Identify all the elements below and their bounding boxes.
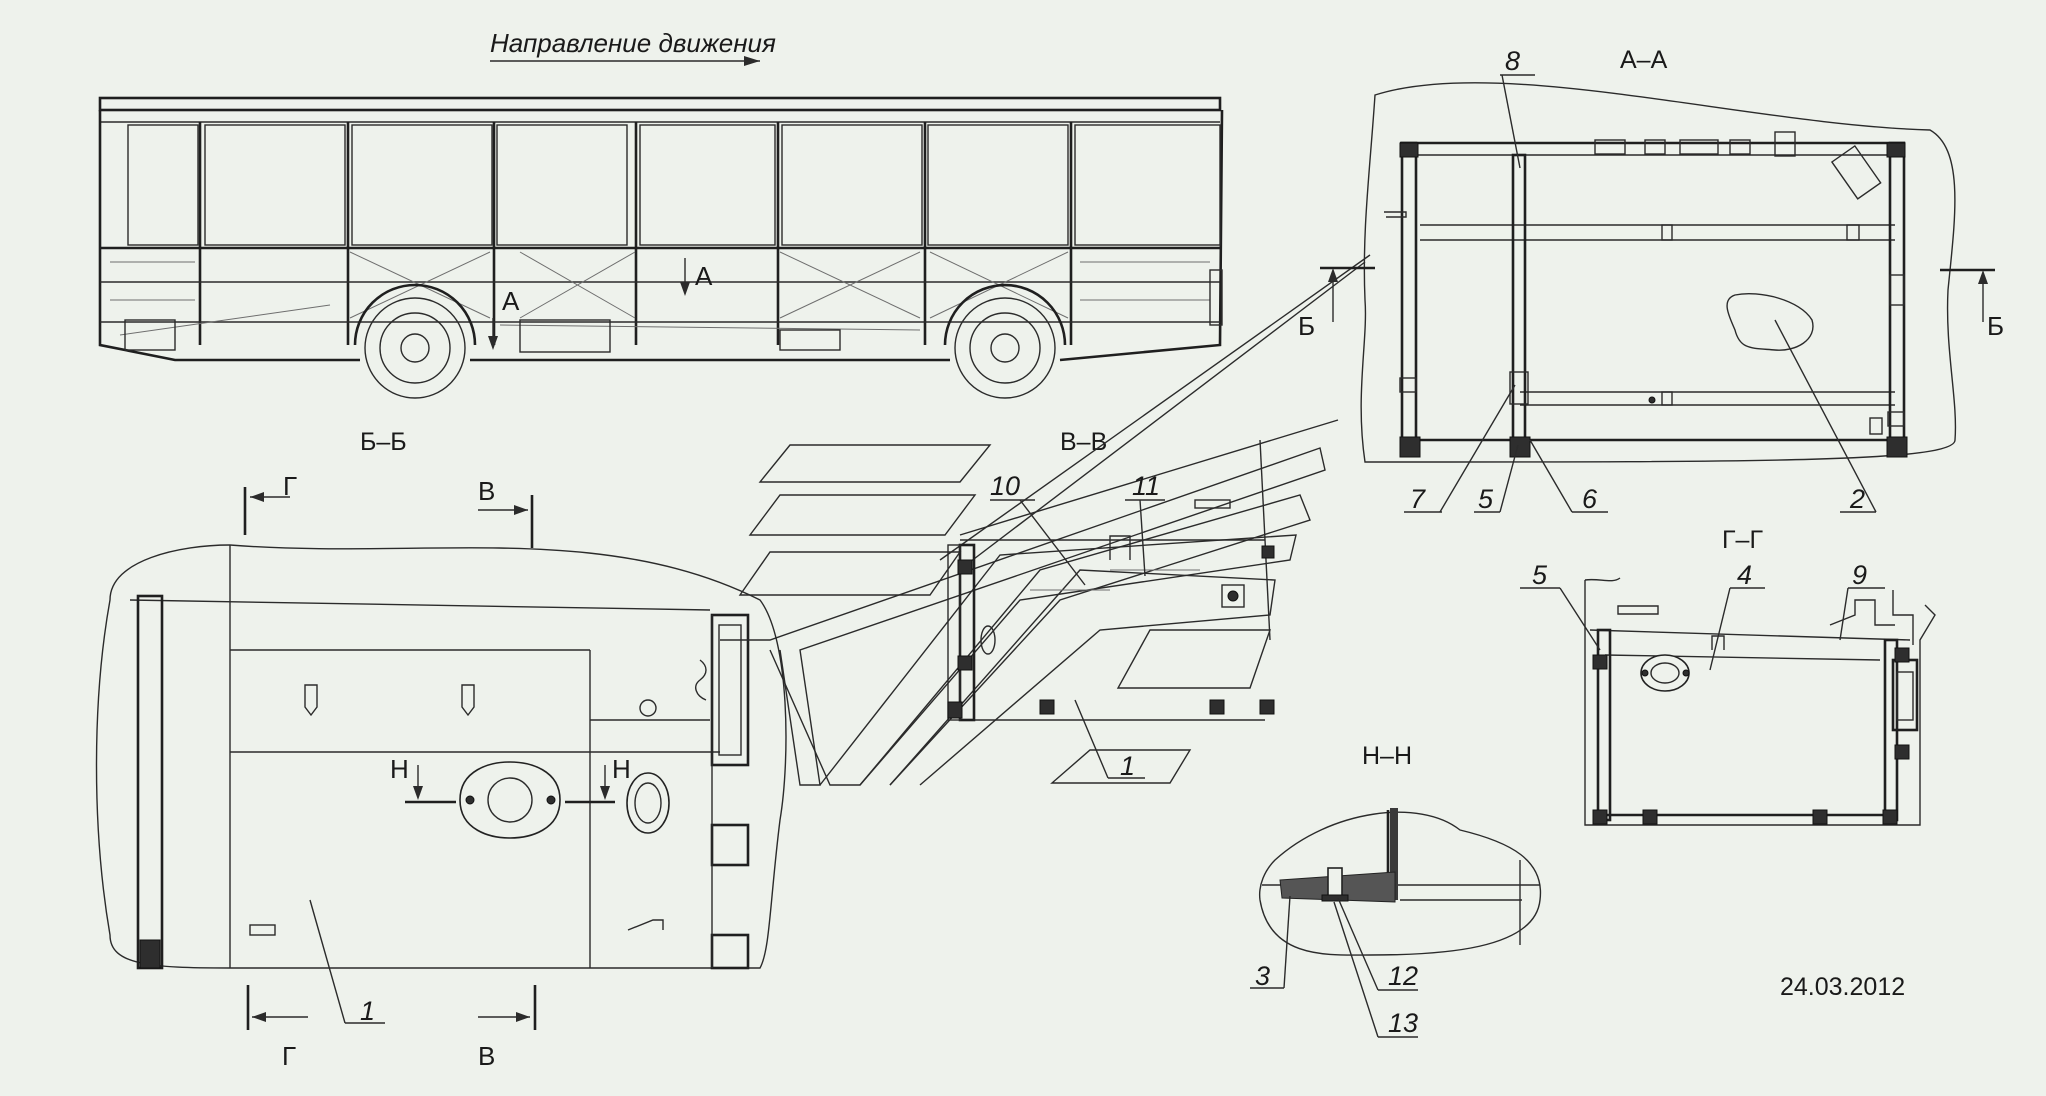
part-12: 12 bbox=[1388, 961, 1418, 991]
bus-mark-a-1: А bbox=[695, 261, 713, 291]
part-2: 2 bbox=[1849, 484, 1865, 514]
part-1-bb: 1 bbox=[360, 996, 375, 1026]
part-10: 10 bbox=[990, 471, 1020, 501]
bb-mark-g-top: Г bbox=[283, 471, 297, 501]
bus-side-view: А А bbox=[98, 96, 1224, 399]
section-gg-title: Г–Г bbox=[1722, 526, 1763, 554]
direction-label: Направление движения bbox=[490, 28, 776, 58]
bb-mark-n-left: Н bbox=[390, 754, 409, 784]
part-5-gg: 5 bbox=[1532, 560, 1548, 590]
part-6: 6 bbox=[1582, 484, 1598, 514]
part-3: 3 bbox=[1255, 961, 1270, 991]
direction-indicator: Направление движения bbox=[490, 28, 776, 66]
bb-mark-v-top: В bbox=[478, 476, 495, 506]
bus-mark-a-2: А bbox=[502, 286, 520, 316]
part-1-vv: 1 bbox=[1120, 751, 1135, 781]
part-8: 8 bbox=[1505, 46, 1520, 76]
aa-mark-b-right: Б bbox=[1987, 311, 2004, 341]
part-7: 7 bbox=[1410, 484, 1426, 514]
section-aa-title: А–А bbox=[1620, 46, 1668, 74]
section-vv-view: В–В bbox=[720, 254, 1371, 786]
section-vv-title: В–В bbox=[1060, 428, 1107, 456]
part-11: 11 bbox=[1132, 471, 1160, 501]
bb-mark-v-bottom: В bbox=[478, 1041, 495, 1071]
part-13: 13 bbox=[1388, 1008, 1418, 1038]
section-gg-view: Г–Г 5 bbox=[1520, 526, 1936, 826]
direction-arrow-icon bbox=[744, 56, 760, 66]
drawing-date: 24.03.2012 bbox=[1780, 973, 1905, 1001]
aa-mark-b-left: Б bbox=[1298, 311, 1315, 341]
part-9: 9 bbox=[1852, 560, 1867, 590]
section-aa-view: А–А bbox=[1298, 46, 2004, 514]
bb-mark-g-bottom: Г bbox=[282, 1041, 296, 1071]
section-nn-view: Н–Н 3 12 13 bbox=[1250, 742, 1542, 1038]
section-bb-title: Б–Б bbox=[360, 428, 407, 456]
part-5-aa: 5 bbox=[1478, 484, 1494, 514]
part-4: 4 bbox=[1737, 560, 1752, 590]
bb-mark-n-right: Н bbox=[612, 754, 631, 784]
section-nn-title: Н–Н bbox=[1362, 742, 1412, 770]
section-bb-view: Б–Б bbox=[95, 428, 787, 1071]
